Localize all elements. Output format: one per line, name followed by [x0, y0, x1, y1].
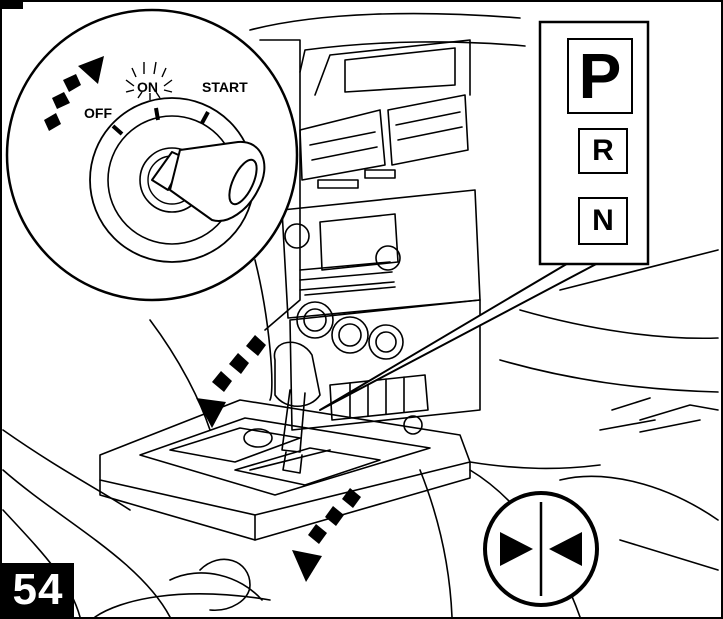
frame-corner-tab: [1, 1, 23, 9]
ignition-inset: OFF ON START: [7, 10, 297, 300]
on-label: ON: [137, 79, 158, 95]
off-label: OFF: [84, 105, 112, 121]
press-inward-arrows-icon: [485, 493, 597, 605]
start-label: START: [202, 79, 248, 95]
gear-neutral-indicator: N: [578, 197, 628, 245]
gear-park-indicator: P: [567, 38, 633, 114]
dashed-down-arrow-icon-2: [292, 488, 361, 582]
on-tick: [156, 108, 158, 120]
step-number-badge: 54: [2, 563, 74, 617]
gear-reverse-indicator: R: [578, 128, 628, 174]
dashed-down-arrow-icon: [196, 335, 266, 428]
